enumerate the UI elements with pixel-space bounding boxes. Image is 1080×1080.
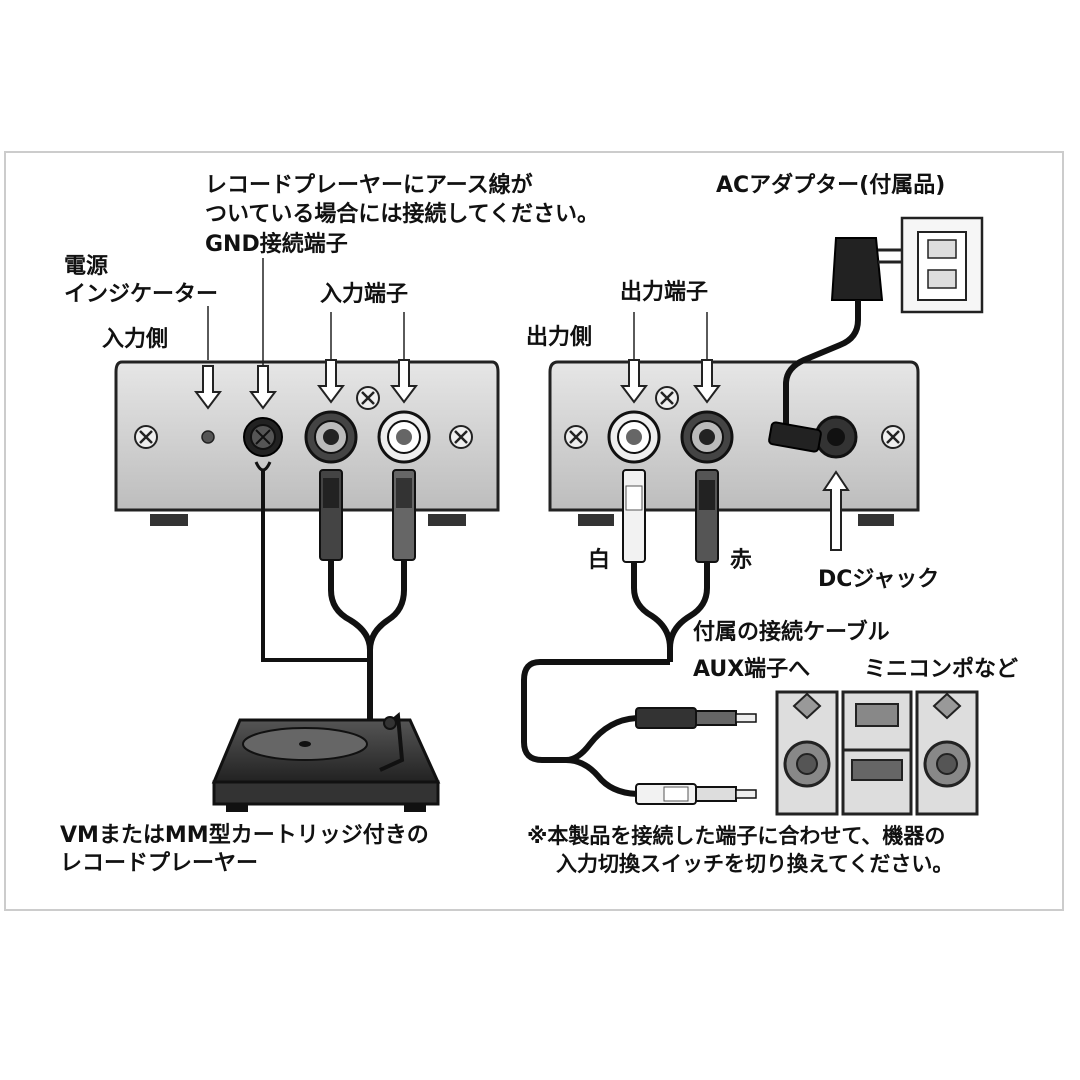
ac-adapter bbox=[768, 216, 984, 453]
ac-adapter-label: ACアダプター(付属品) bbox=[716, 173, 946, 198]
gnd-terminal bbox=[243, 417, 283, 457]
arrow-dc-jack bbox=[822, 470, 850, 551]
note-line2: 入力切換スイッチを切り換えてください。 bbox=[556, 852, 954, 876]
output-side-label: 出力側 bbox=[526, 325, 593, 350]
mini-component bbox=[775, 690, 979, 816]
dc-jack-label: DCジャック bbox=[818, 567, 940, 592]
gnd-terminal-label: GND接続端子 bbox=[205, 232, 348, 257]
input-jack-left bbox=[304, 410, 358, 464]
input-side-label: 入力側 bbox=[102, 327, 169, 352]
record-player bbox=[211, 712, 441, 812]
aux-terminal-label: AUX端子へ bbox=[693, 657, 811, 682]
output-cables bbox=[521, 469, 757, 805]
output-terminal-label: 出力端子 bbox=[620, 280, 709, 305]
earth-note-line2: ついている場合には接続してください。 bbox=[205, 202, 600, 227]
turntable-label-line1: VMまたはMM型カートリッジ付きの bbox=[60, 823, 429, 848]
white-label: 白 bbox=[588, 548, 611, 573]
turntable-label-line2: レコードプレーヤー bbox=[60, 851, 259, 876]
dc-jack bbox=[814, 415, 858, 459]
input-side-unit bbox=[114, 360, 500, 526]
output-jack-red bbox=[680, 410, 734, 464]
output-side-unit bbox=[548, 360, 920, 526]
input-cables bbox=[254, 461, 416, 720]
input-jack-right bbox=[377, 410, 431, 464]
power-indicator-label-line1: 電源 bbox=[64, 254, 109, 279]
input-terminal-label: 入力端子 bbox=[320, 282, 409, 307]
note-line1: ※本製品を接続した端子に合わせて、機器の bbox=[527, 824, 946, 848]
included-cable-label: 付属の接続ケーブル bbox=[693, 620, 890, 645]
power-indicator-label-line2: インジケーター bbox=[64, 282, 219, 307]
earth-note-line1: レコードプレーヤーにアース線が bbox=[205, 173, 533, 198]
red-label: 赤 bbox=[730, 548, 753, 573]
mini-component-label: ミニコンポなど bbox=[864, 657, 1019, 682]
power-indicator-led bbox=[201, 430, 215, 444]
output-jack-white bbox=[607, 410, 661, 464]
